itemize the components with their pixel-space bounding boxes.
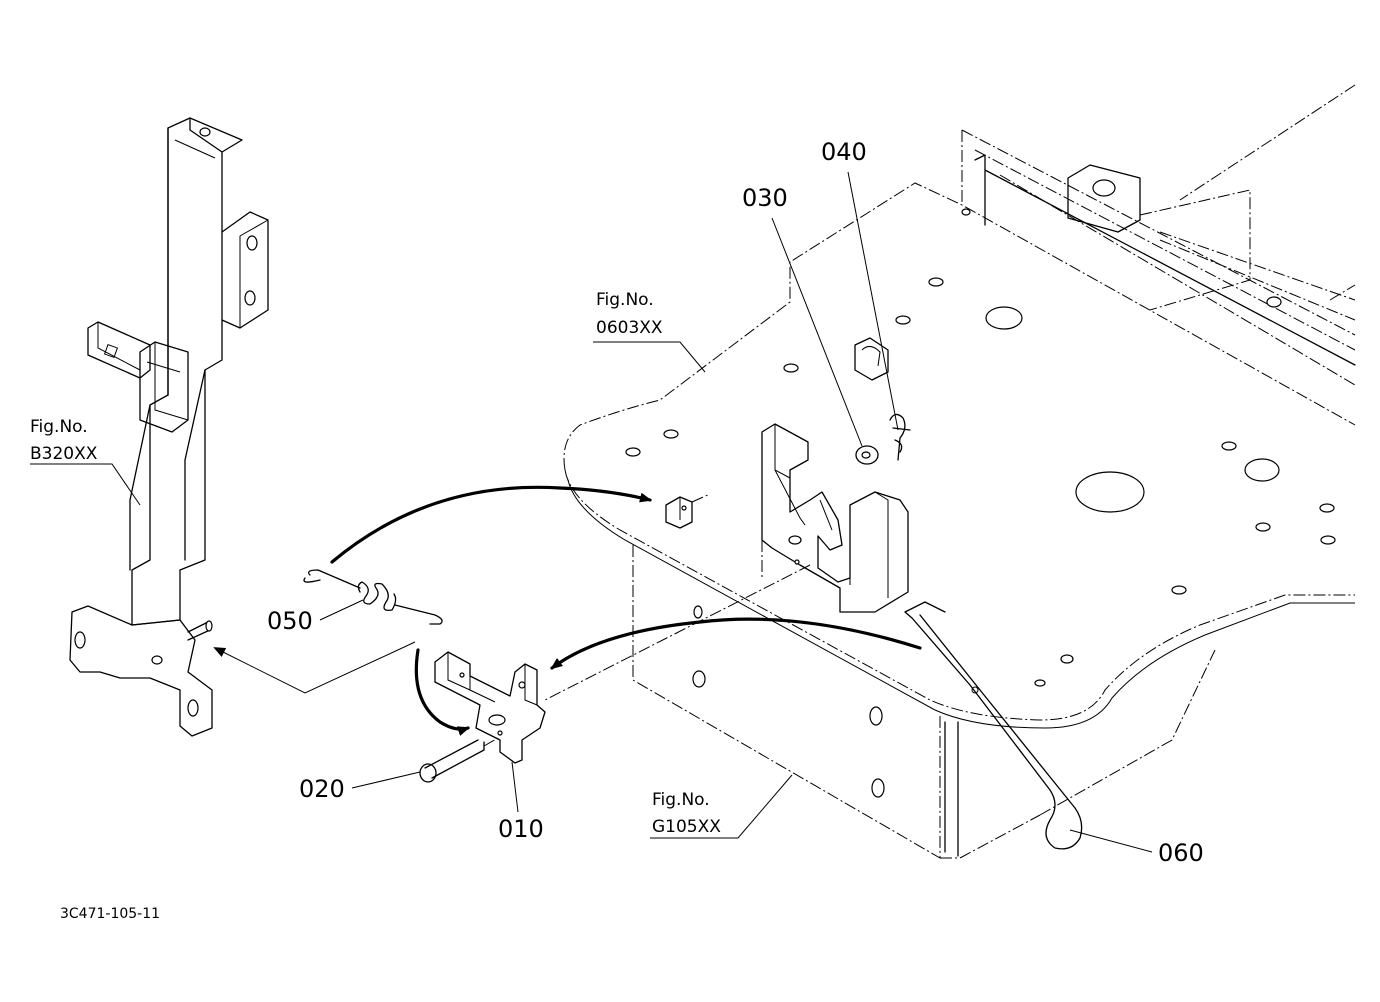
clip-040	[889, 413, 911, 461]
fig-ref-g105-line1[interactable]: Fig.No.	[652, 790, 710, 810]
callout-020[interactable]: 020	[299, 775, 345, 803]
main-floor-plate	[563, 84, 1356, 729]
callout-040[interactable]: 040	[821, 138, 867, 166]
spring-050	[303, 569, 443, 625]
part-callouts: 040 030 050 020 010 060	[267, 138, 1204, 867]
rod-060	[904, 601, 1083, 850]
fig-ref-b320-line2[interactable]: B320XX	[30, 444, 98, 464]
lever-plate-010	[434, 651, 546, 764]
washer-030	[855, 445, 879, 465]
lower-frame-box	[632, 545, 1216, 859]
drawing-id: 3C471-105-11	[60, 906, 160, 922]
assembly-arrows	[330, 485, 922, 736]
pin-020	[419, 737, 499, 783]
callout-030[interactable]: 030	[742, 184, 788, 212]
figure-references: Fig.No. B320XX Fig.No. 0603XX Fig.No. G1…	[30, 290, 721, 837]
fig-ref-0603-line1[interactable]: Fig.No.	[596, 290, 654, 310]
fig-ref-b320-line1[interactable]: Fig.No.	[30, 417, 88, 437]
callout-050[interactable]: 050	[267, 607, 313, 635]
fig-ref-0603-line2[interactable]: 0603XX	[596, 318, 663, 338]
callout-010[interactable]: 010	[498, 815, 544, 843]
fig-ref-g105-line2[interactable]: G105XX	[652, 817, 721, 837]
latch-bracket	[544, 423, 909, 701]
left-frame-bracket	[69, 117, 269, 737]
thin-guide-arrow	[213, 641, 416, 694]
callout-060[interactable]: 060	[1158, 839, 1204, 867]
leader-lines	[30, 171, 1153, 853]
